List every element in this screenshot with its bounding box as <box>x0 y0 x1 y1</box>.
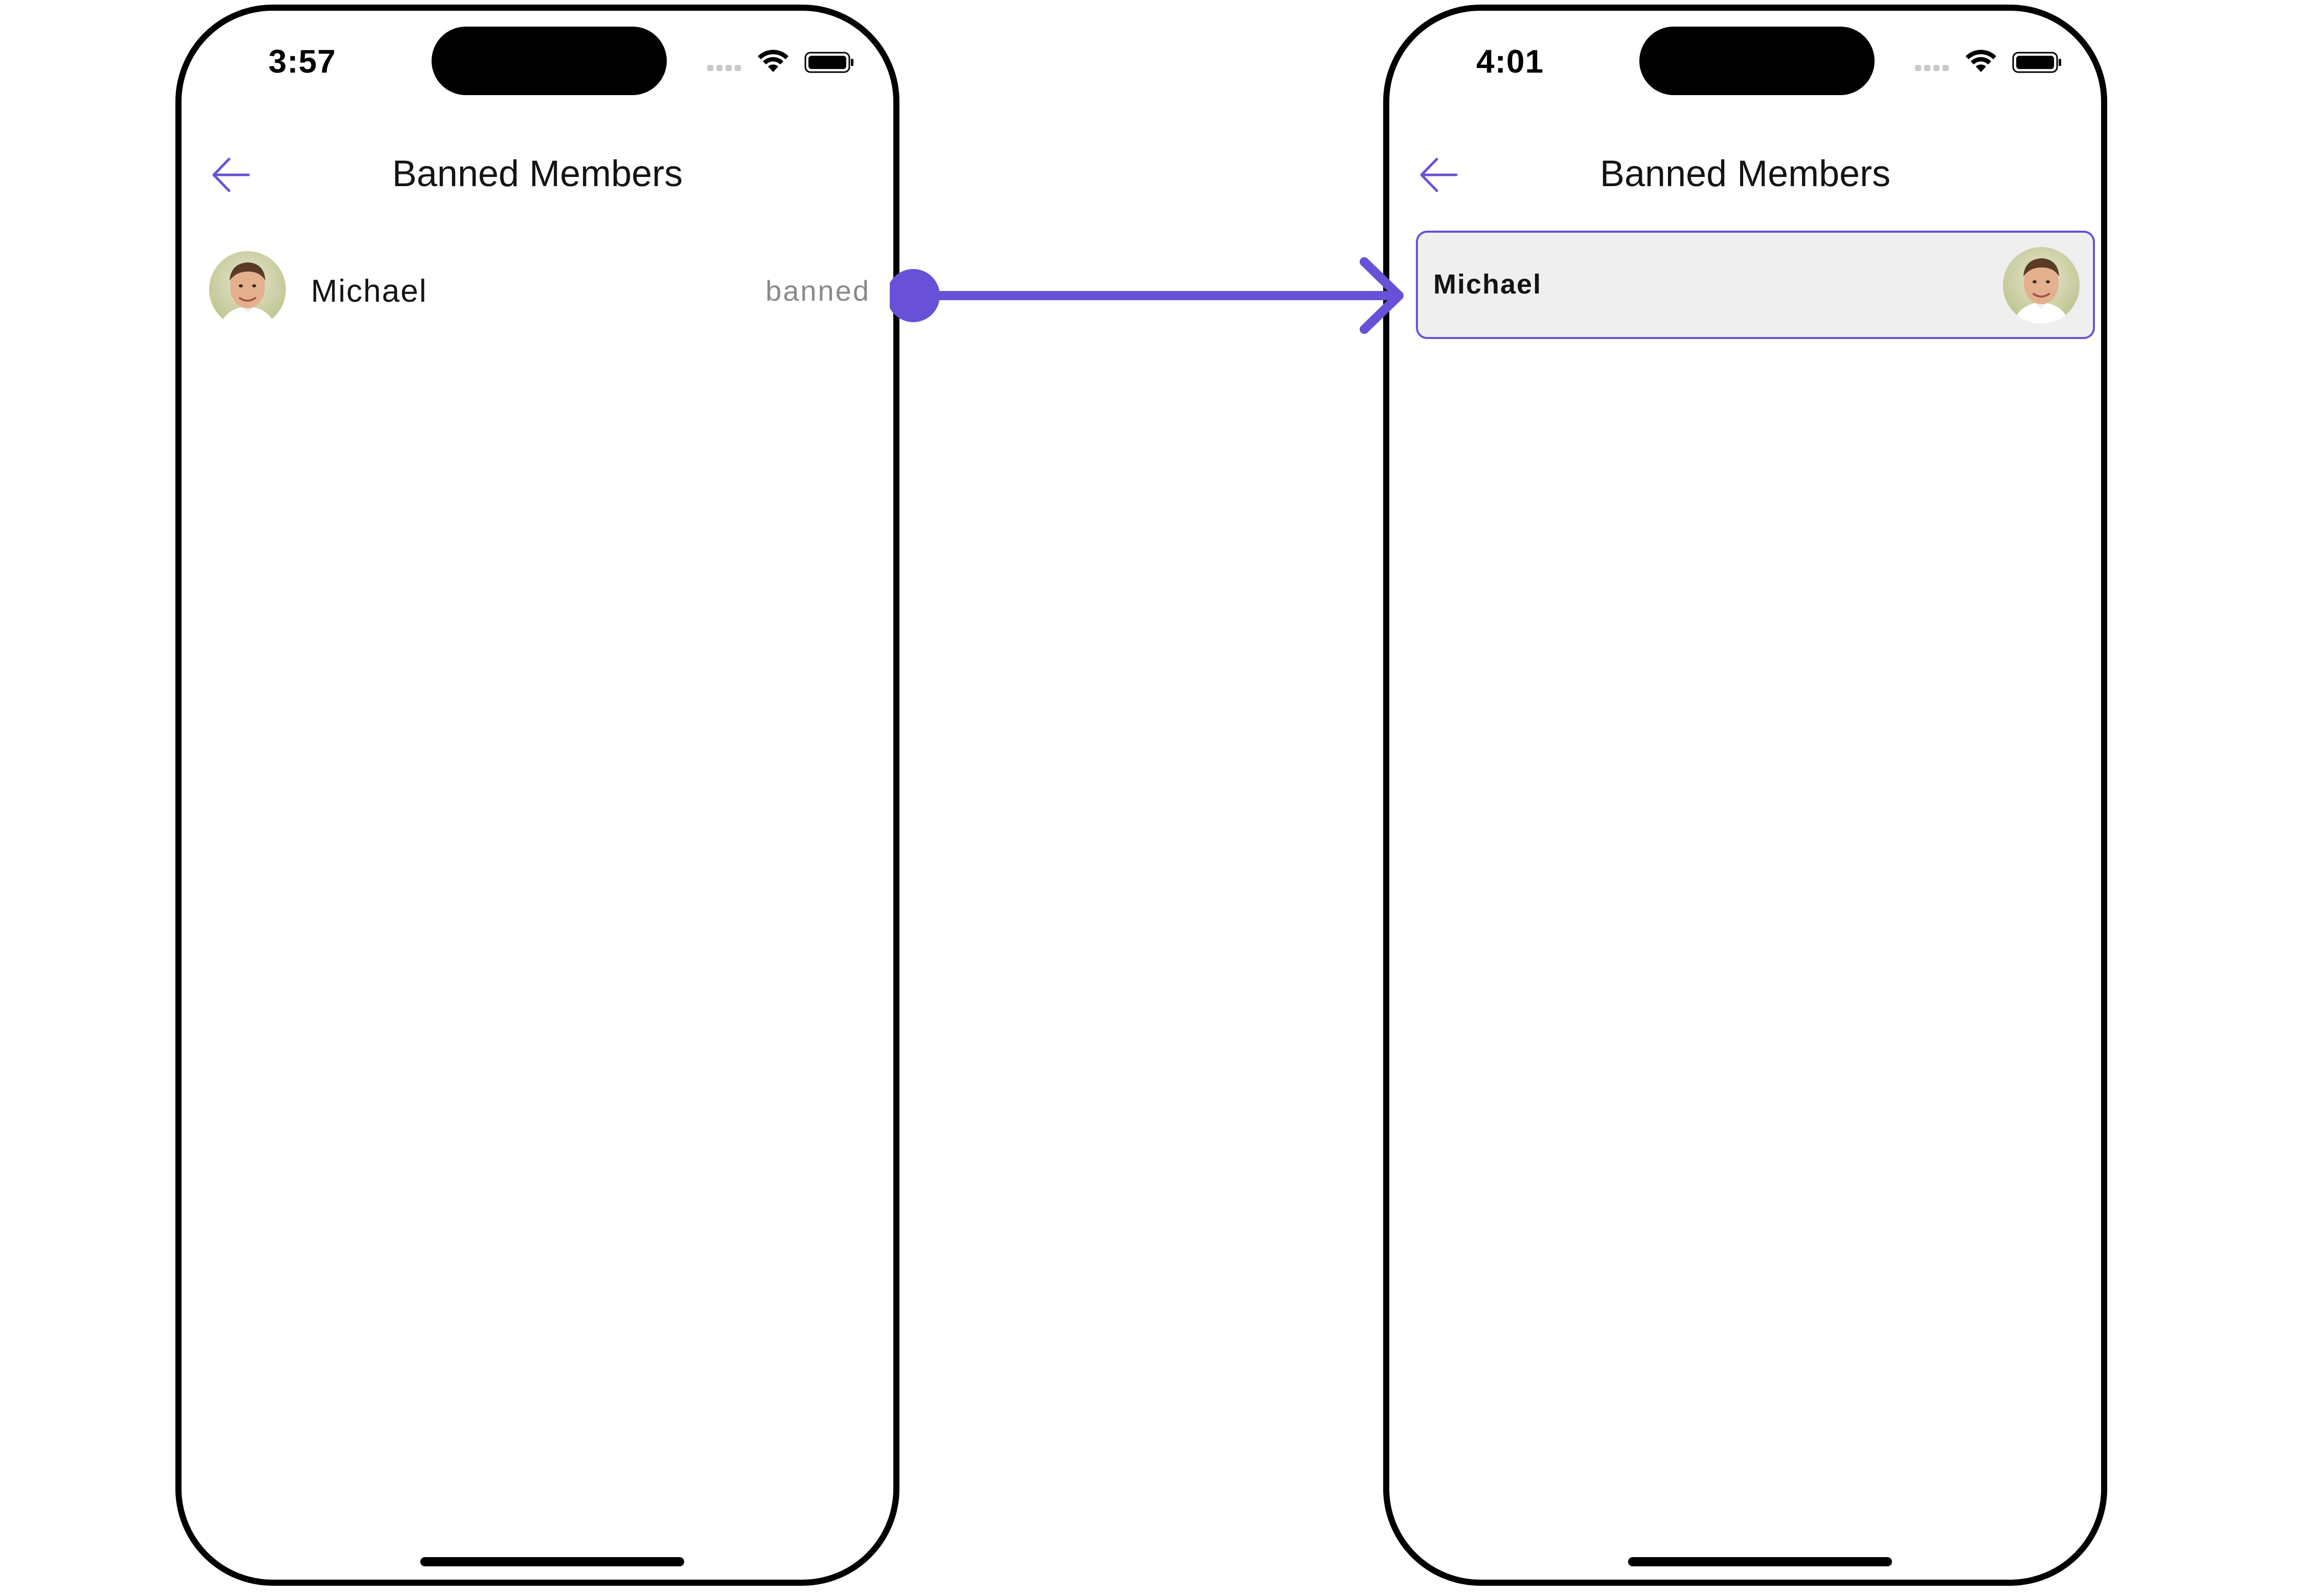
arrowhead-icon <box>1360 257 1404 334</box>
member-name: Michael <box>311 274 427 309</box>
avatar <box>209 251 286 328</box>
wifi-icon <box>758 50 788 72</box>
arrow-left-icon[interactable] <box>210 154 252 196</box>
arrow-left-icon[interactable] <box>1417 154 1459 196</box>
navigation-bar: Banned Members <box>1389 144 2101 205</box>
page-title: Banned Members <box>392 153 683 194</box>
battery-icon <box>2012 52 2061 73</box>
cellular-signal-icon <box>707 65 741 71</box>
wifi-icon <box>1966 50 1996 72</box>
connector-arrow <box>890 257 1404 334</box>
member-status: banned <box>765 275 870 307</box>
home-indicator[interactable] <box>420 1557 684 1566</box>
phone-frame-left: 3:57 Banned Members <box>175 5 899 1586</box>
page-title: Banned Members <box>1599 153 1891 194</box>
list-item-member-card[interactable]: Michael <box>1416 231 2095 339</box>
navigation-bar: Banned Members <box>182 144 893 205</box>
list-item-member[interactable]: Michael banned <box>182 249 893 330</box>
battery-icon <box>804 52 853 73</box>
cellular-signal-icon <box>1915 65 1949 71</box>
status-time: 3:57 <box>268 43 336 80</box>
phone-frame-right: 4:01 Banned Members Michael <box>1383 5 2107 1586</box>
member-name: Michael <box>1433 269 1542 300</box>
dynamic-island <box>1639 27 1875 95</box>
status-icons <box>1915 47 2063 77</box>
avatar <box>2003 247 2080 324</box>
status-icons <box>707 47 855 77</box>
home-indicator[interactable] <box>1628 1557 1892 1566</box>
dynamic-island <box>432 27 667 95</box>
status-time: 4:01 <box>1476 43 1544 80</box>
